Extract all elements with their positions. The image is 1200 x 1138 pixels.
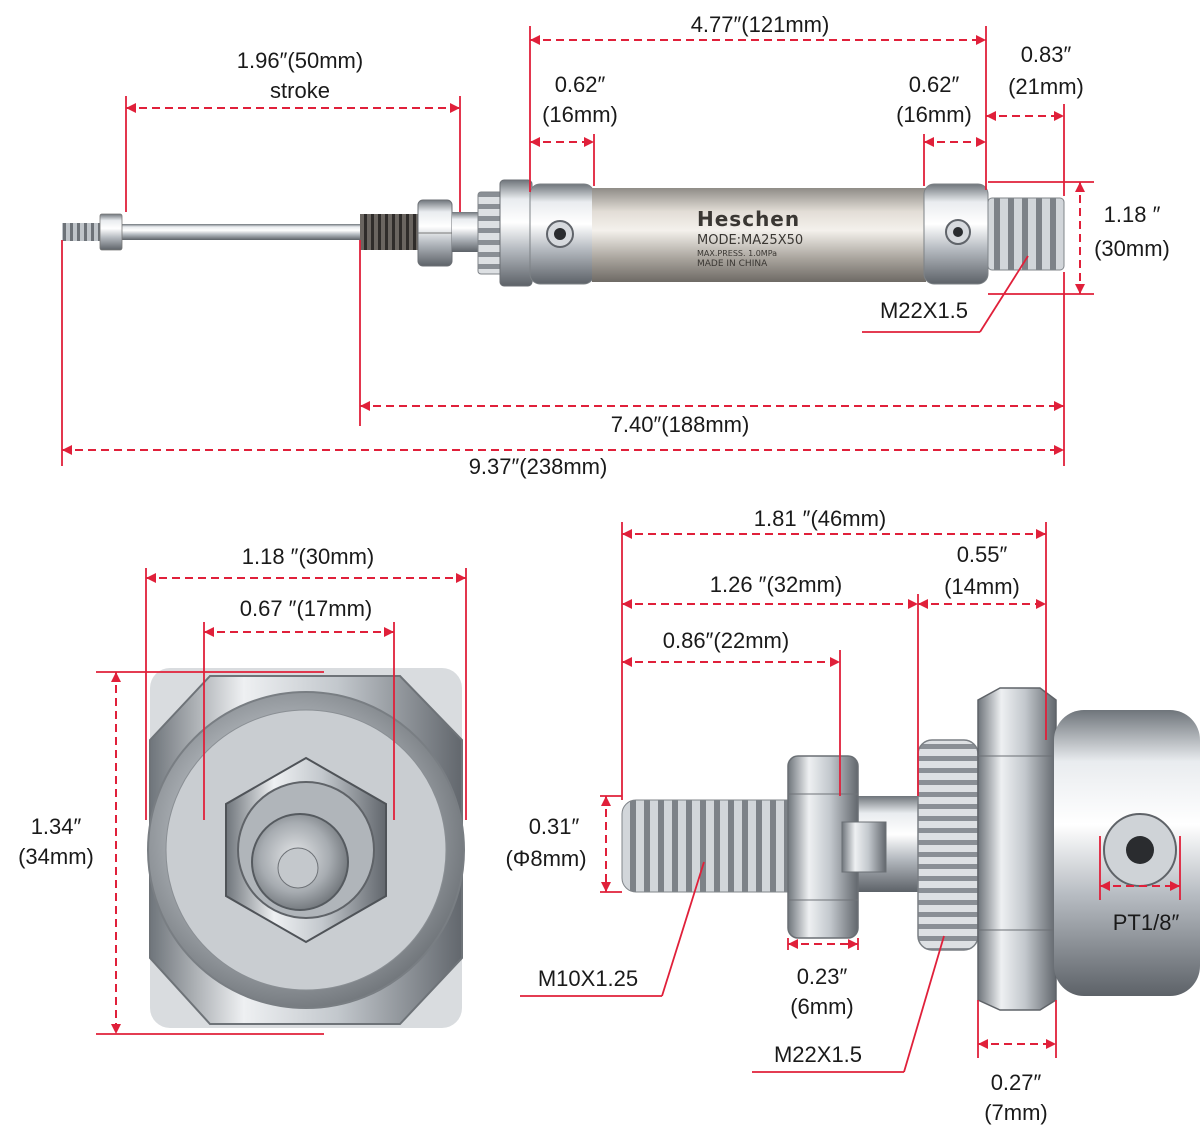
- dimension-arrow: [1046, 1039, 1056, 1049]
- rod-thread-spec-label: M10X1.25: [538, 966, 638, 991]
- dimension-arrow: [450, 103, 460, 113]
- stroke-caption: stroke: [270, 78, 330, 103]
- dimension-arrow: [456, 573, 466, 583]
- dimension-arrow: [918, 599, 928, 609]
- leader-line: [903, 935, 945, 1073]
- cylinder-photo: Heschen MODE:MA25X50 MAX.PRESS. 1.0MPa M…: [62, 179, 1065, 287]
- jam-nut-inch-label: 0.23″: [797, 964, 848, 989]
- total-length-label: 9.37″(238mm): [469, 454, 608, 479]
- dimension-arrow: [601, 796, 611, 806]
- dimension-arrow: [622, 599, 632, 609]
- dimension-arrow: [924, 137, 934, 147]
- pressure-text: MAX.PRESS. 1.0MPa: [697, 249, 777, 258]
- dimension-arrow: [976, 35, 986, 45]
- top-view-labels: 1.96″(50mm) stroke 4.77″(121mm) 0.62″ (1…: [237, 12, 1170, 479]
- detail-overall-label: 1.81 ″(46mm): [754, 506, 887, 531]
- cap-nut-inch-label: 0.27″: [991, 1070, 1042, 1095]
- dimension-arrow: [1075, 284, 1085, 294]
- detail-front-thread: [917, 739, 979, 951]
- dimension-arrow: [1036, 529, 1046, 539]
- front-port: [554, 228, 566, 240]
- rod-end-thread: [62, 223, 102, 241]
- front-cap-mm-label: (16mm): [542, 102, 618, 127]
- dimension-arrow: [584, 137, 594, 147]
- dimension-arrow: [1054, 401, 1064, 411]
- end-height-inch-label: 1.34″: [31, 814, 82, 839]
- end-height-mm-label: (34mm): [18, 844, 94, 869]
- detail-view-labels: 1.81 ″(46mm) 1.26 ″(32mm) 0.86″(22mm) 0.…: [505, 506, 1179, 1125]
- rear-thread-length-mm-label: (21mm): [1008, 74, 1084, 99]
- end-view-photo: [146, 664, 466, 1034]
- detail-cap-nut: [977, 687, 1057, 1011]
- front-thread-spec-label: M22X1.5: [774, 1042, 862, 1067]
- front-cap-nut: [499, 179, 533, 287]
- dimension-arrow: [908, 599, 918, 609]
- rod-diameter-mm-label: (Φ8mm): [505, 846, 586, 871]
- detail-nut-length-mm-label: (14mm): [944, 574, 1020, 599]
- dimension-arrow: [622, 529, 632, 539]
- dimension-arrow: [848, 939, 858, 949]
- model-text: MODE:MA25X50: [697, 233, 803, 248]
- dimension-arrow: [1054, 445, 1064, 455]
- dimension-arrow: [530, 137, 540, 147]
- dimension-arrow: [1100, 881, 1110, 891]
- end-view-labels: 1.18 ″(30mm) 0.67 ″(17mm) 1.34″ (34mm): [18, 544, 374, 869]
- dimension-arrow: [601, 882, 611, 892]
- end-width-label: 1.18 ″(30mm): [242, 544, 375, 569]
- dimension-arrow: [111, 1024, 121, 1034]
- origin-text: MADE IN CHINA: [697, 259, 768, 269]
- dimension-lines: [61, 26, 1181, 1073]
- piston-rod: [118, 224, 363, 240]
- rear-thread-spec-label: M22X1.5: [880, 298, 968, 323]
- cylinder-barrel: [592, 188, 926, 282]
- dimension-arrow: [986, 111, 996, 121]
- port-spec-label: PT1/8″: [1113, 910, 1180, 935]
- rear-cap-inch-label: 0.62″: [909, 72, 960, 97]
- height-inch-label: 1.18 ″: [1104, 202, 1161, 227]
- dimension-arrow: [788, 939, 798, 949]
- dimension-arrow: [978, 1039, 988, 1049]
- dimension-arrow: [1170, 881, 1180, 891]
- leader-line: [979, 255, 1029, 333]
- dimension-arrow: [146, 573, 156, 583]
- dimension-arrow: [830, 657, 840, 667]
- detail-rod-to-nut-label: 1.26 ″(32mm): [710, 572, 843, 597]
- dimension-arrow: [384, 627, 394, 637]
- cap-nut-mm-label: (7mm): [984, 1100, 1048, 1125]
- dimension-arrow: [360, 401, 370, 411]
- dimension-arrow: [1054, 111, 1064, 121]
- dimension-arrow: [126, 103, 136, 113]
- rod-diameter-inch-label: 0.31″: [529, 814, 580, 839]
- rod-bushing: [452, 212, 482, 252]
- jam-nut-mm-label: (6mm): [790, 994, 854, 1019]
- rear-cap-mm-label: (16mm): [896, 102, 972, 127]
- rear-port: [953, 227, 963, 237]
- leader-line: [661, 861, 705, 997]
- dimension-arrow: [1036, 599, 1046, 609]
- rear-thread-length-inch-label: 0.83″: [1021, 42, 1072, 67]
- detail-nut-length-inch-label: 0.55″: [957, 542, 1008, 567]
- end-hex-label: 0.67 ″(17mm): [240, 596, 373, 621]
- dimension-arrow: [111, 672, 121, 682]
- dimension-arrow: [622, 657, 632, 667]
- detail-view-photo: [621, 687, 1200, 1011]
- brand-text: Heschen: [697, 207, 800, 231]
- rod-thread: [360, 214, 420, 250]
- dimension-arrow: [204, 627, 214, 637]
- front-cap-inch-label: 0.62″: [555, 72, 606, 97]
- rod-end-nut: [99, 213, 123, 251]
- mount-length-label: 7.40″(188mm): [611, 412, 750, 437]
- body-length-label: 4.77″(121mm): [691, 12, 830, 37]
- dimension-arrow: [530, 35, 540, 45]
- dimension-arrow: [976, 137, 986, 147]
- rear-thread: [987, 197, 1065, 271]
- detail-port: [1126, 836, 1154, 864]
- detail-thread-length-label: 0.86″(22mm): [663, 628, 789, 653]
- dimension-arrow: [1075, 182, 1085, 192]
- height-mm-label: (30mm): [1094, 236, 1170, 261]
- dimension-arrow: [62, 445, 72, 455]
- stroke-dimension-label: 1.96″(50mm): [237, 48, 363, 73]
